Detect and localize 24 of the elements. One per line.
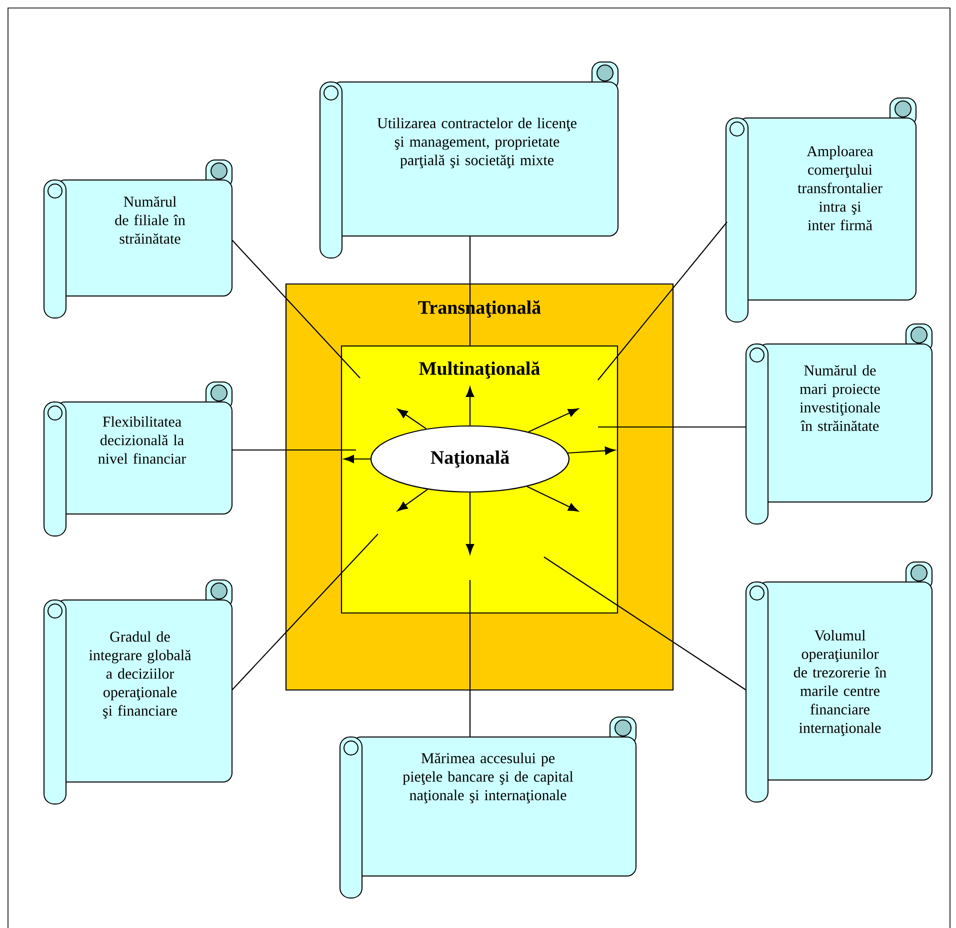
scroll-box: Volumul operaţiunilor de trezorerie în marile centre financiare internaţionale [746,562,932,802]
leader-line [544,556,746,690]
leader-line [469,580,471,737]
scroll-box: Flexibilitatea decizională la nivel financiar [44,382,232,536]
leader-line [232,240,360,378]
scroll-box: Amploarea comerţului transfrontalier intra şi inter firmă [726,98,916,322]
arrow [397,408,427,430]
arrow [526,486,578,512]
leader-line [598,222,728,380]
leader-line [598,426,746,428]
scroll-box: Numărul de mari proiecte investiţionale în străinătate [746,324,932,524]
arrow [528,408,578,432]
leader-line [232,534,378,690]
leader-line [232,449,356,451]
scroll-box: Utilizarea contractelor de licenţe şi management, proprietate parţială şi societăţi mixte [320,62,618,258]
scroll-box: Mărimea accesului pe pieţele bancare şi de capital naţionale şi internaţionale [340,716,636,898]
arrow [397,488,428,512]
scroll-box: Numărul de filiale în străinătate [44,160,232,318]
arrow [568,446,616,455]
scroll-box: Gradul de integrare globală a deciziilor operaţionale şi financiare [44,580,232,804]
leader-line [469,236,471,346]
arrow [344,454,370,464]
arrow [466,386,474,426]
arrow [466,492,474,554]
